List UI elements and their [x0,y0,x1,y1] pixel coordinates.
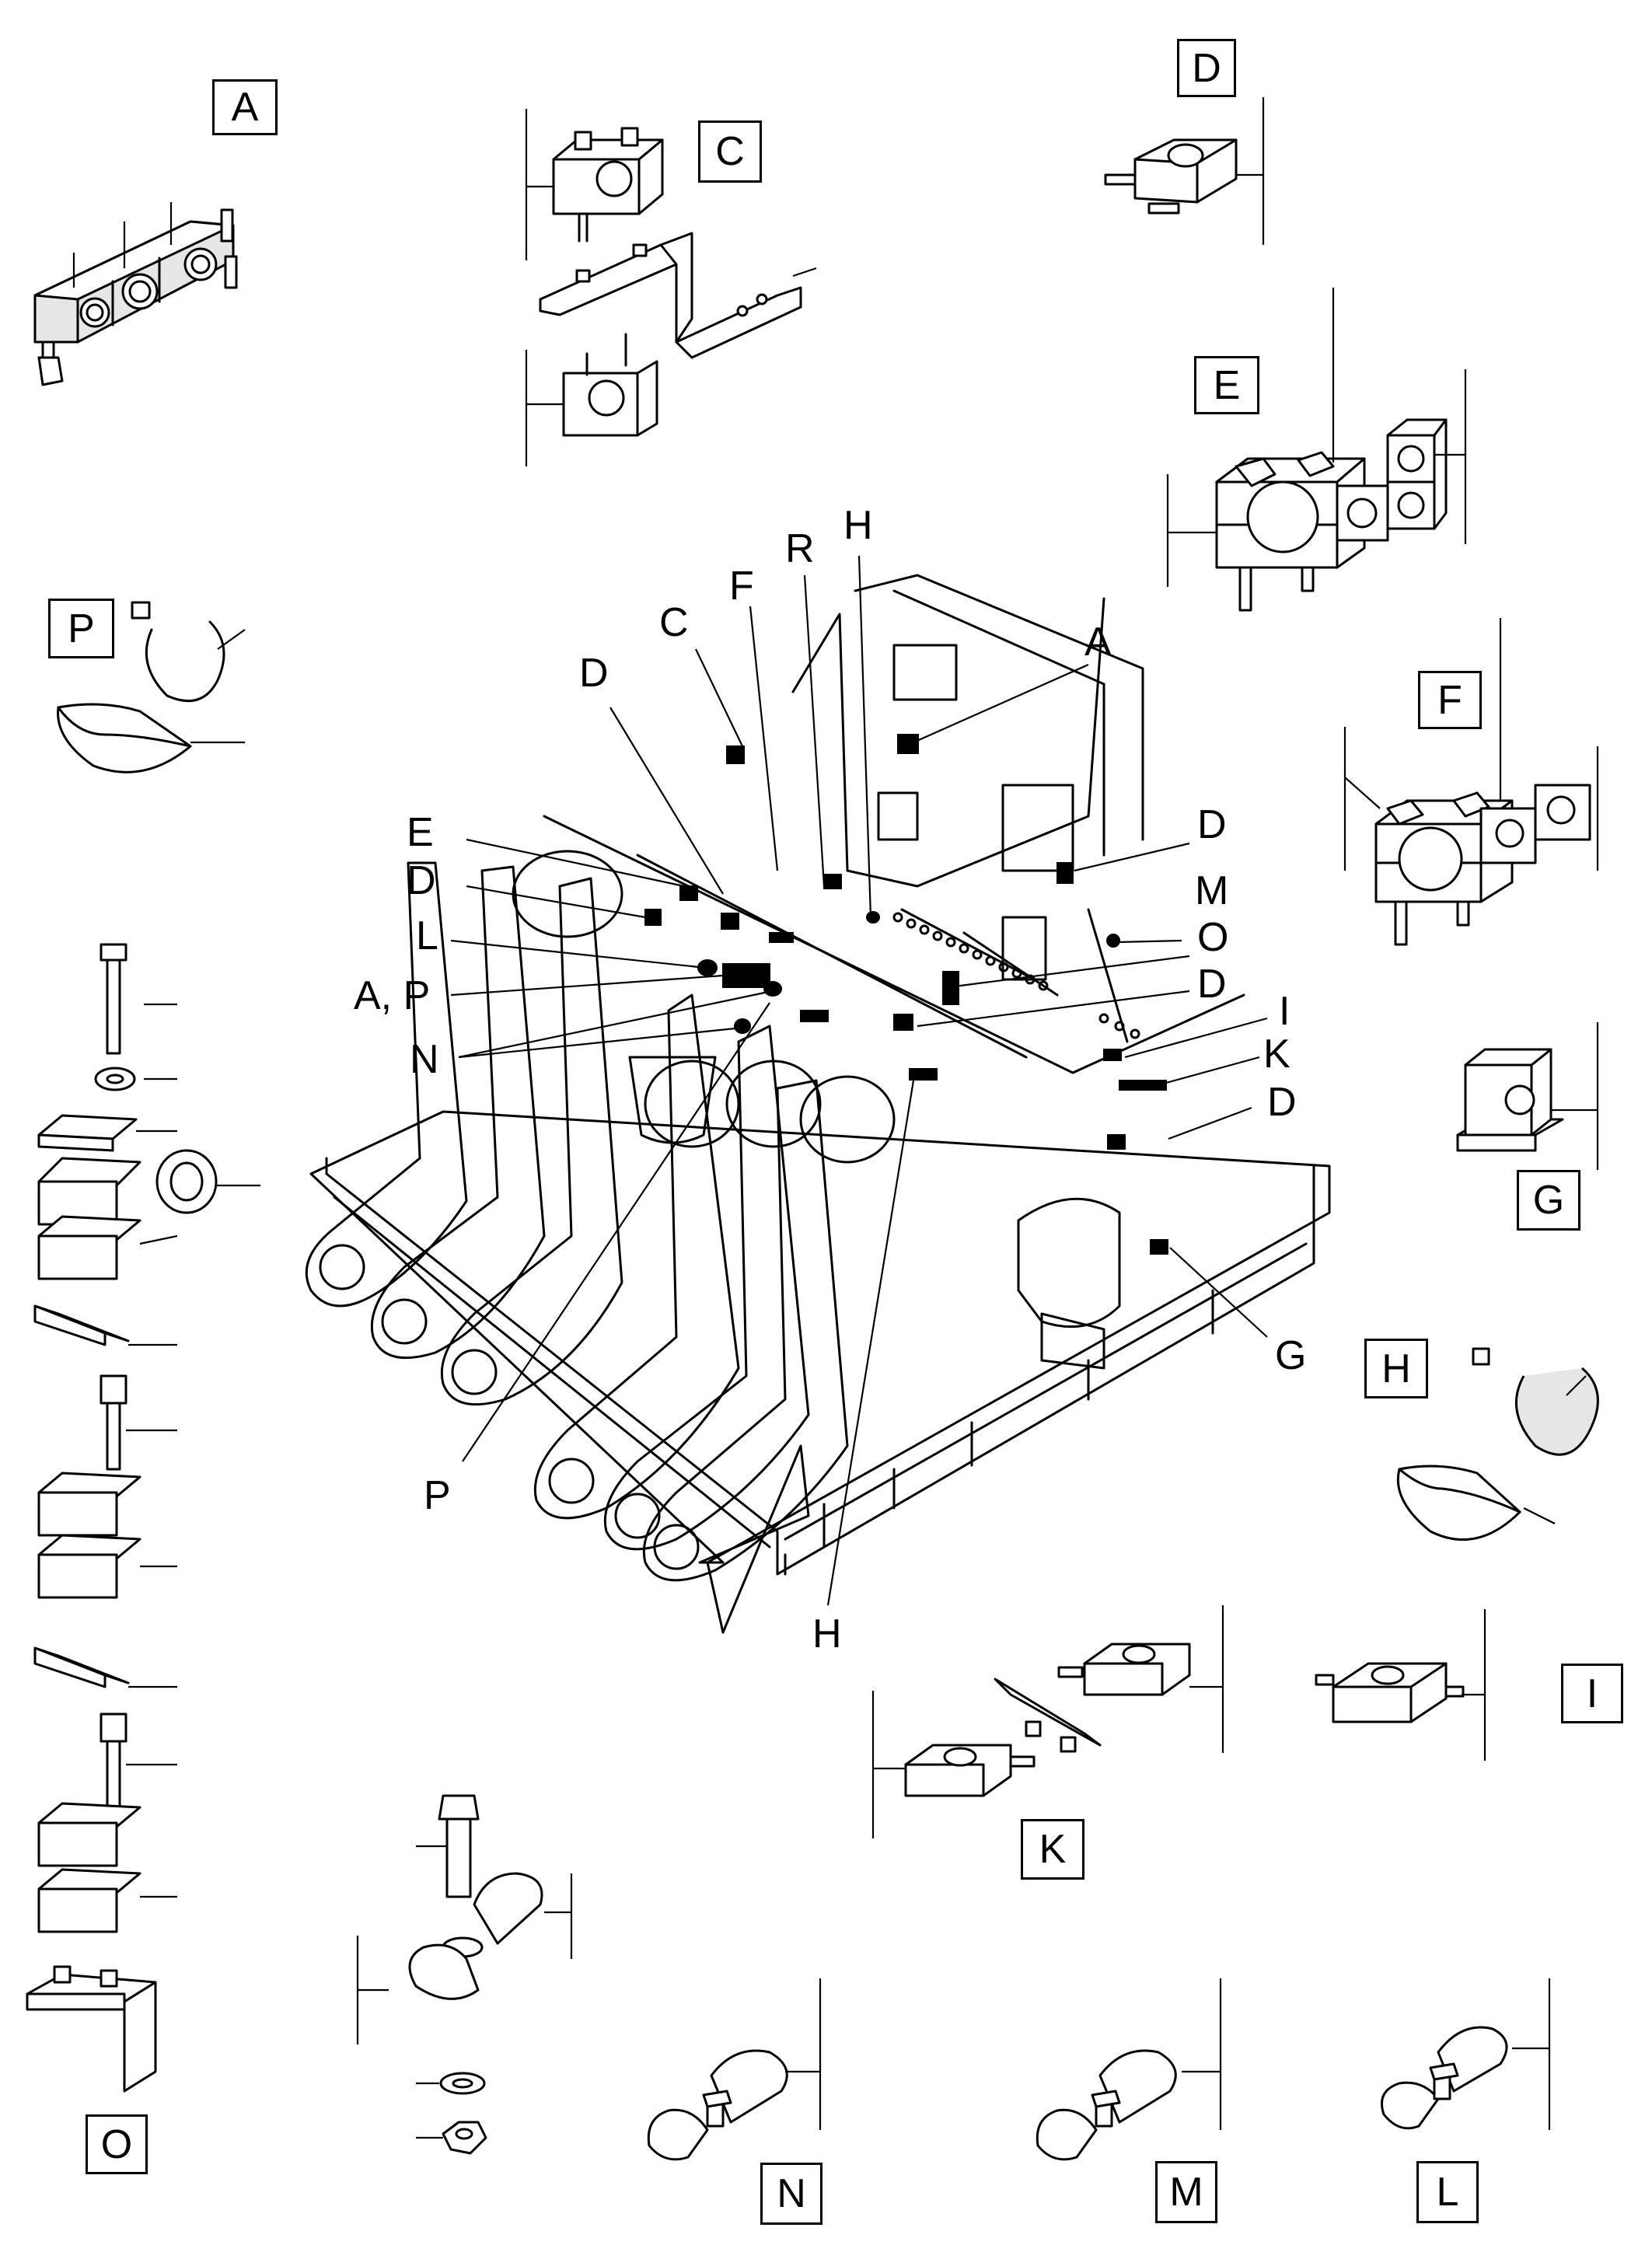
callout-g: G [1275,1333,1307,1378]
detail-label-f: F [1418,671,1482,729]
callout-m: M [1195,868,1229,913]
detail-label-o: O [86,2114,148,2174]
detail-label-a: A [212,79,278,135]
detail-label-c: C [698,120,762,183]
callout-h-bottom: H [812,1611,842,1657]
callout-l: L [416,913,438,958]
hose-port-row [892,912,1140,1039]
leader-lines [450,555,1268,1606]
detail-label-n: N [760,2163,823,2225]
detail-label-i: I [1561,1664,1623,1723]
callout-f: F [729,564,754,609]
detail-label-p: P [48,599,114,658]
callout-c: C [659,600,689,645]
callout-a: A [1084,620,1112,665]
detail-c-bracket-illustration [525,109,817,466]
detail-g-clamp-illustration [1456,1022,1599,1170]
clamp-position-markers [644,734,1168,1255]
detail-p-clamp-illustration [57,601,246,773]
detail-label-g: G [1517,1170,1580,1231]
callout-n: N [410,1037,439,1082]
callout-i: I [1279,989,1291,1034]
callout-o: O [1197,915,1229,960]
detail-m-clamp-illustration [1036,1978,1222,2161]
callout-e: E [407,810,434,855]
callout-h-top: H [843,503,873,548]
detail-i-clamp-illustration [1315,1609,1486,1761]
callout-p: P [424,1473,451,1518]
detail-k-clamp-illustration [871,1605,1224,1838]
detail-h-clamp-illustration [1396,1347,1599,1541]
callout-k: K [1263,1032,1291,1077]
callout-d-left: D [579,651,609,696]
detail-o-exploded-stack [26,943,260,2093]
detail-n-clamp-illustration [647,1978,822,2161]
detail-l-clamp-illustration [1381,1978,1551,2130]
detail-e-clamp-illustration [1166,288,1467,612]
detail-label-m: M [1155,2161,1217,2223]
detail-label-l: L [1416,2161,1479,2223]
detail-label-k: K [1021,1819,1084,1880]
callout-d-right1: D [1197,802,1227,847]
callout-r: R [785,526,815,571]
callout-a-p: A, P [354,973,431,1018]
detail-label-d: D [1177,39,1236,97]
callout-d-right2: D [1197,962,1227,1007]
detail-label-e: E [1194,356,1259,414]
detail-a-clamp-illustration [33,202,238,386]
detail-f-clamp-illustration [1343,618,1599,946]
callout-d-right3: D [1267,1080,1297,1125]
callout-d-mid: D [407,858,436,903]
main-frame-assembly [305,574,1331,1634]
detail-label-h: H [1364,1339,1428,1398]
bolt-loop-clamp-assembly [356,1794,573,2155]
detail-d-clamp-illustration [1104,97,1265,245]
